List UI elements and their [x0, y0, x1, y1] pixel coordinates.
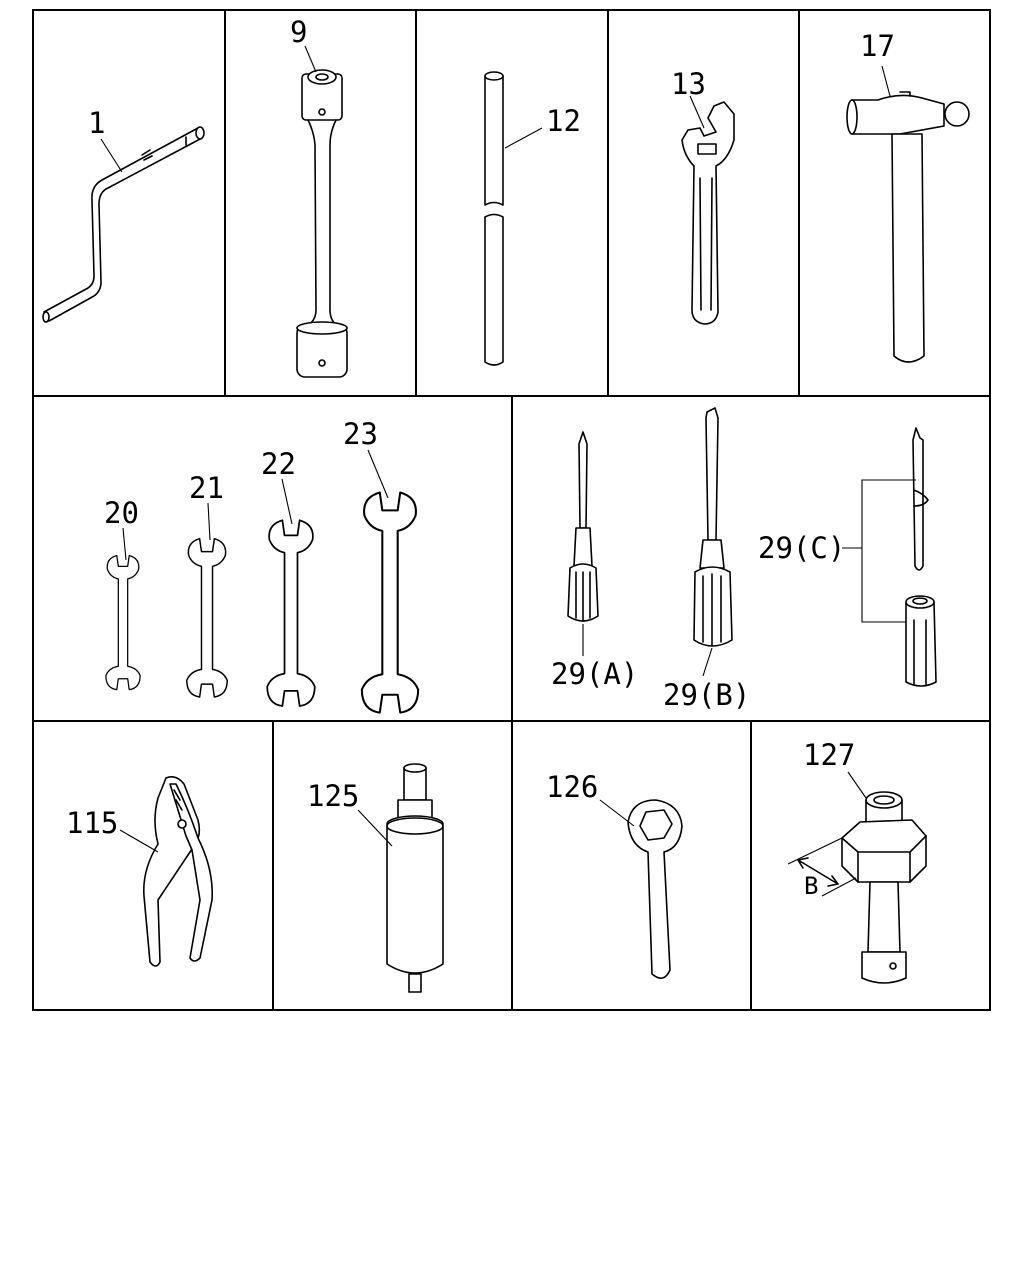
ring-spanner-icon — [627, 799, 683, 979]
double-open-wrench-icon — [360, 491, 420, 714]
double-open-wrench-icon — [186, 537, 228, 698]
part-label-12: 12 — [546, 104, 581, 138]
leader-line-13 — [689, 95, 705, 129]
double-open-wrench-icon — [266, 519, 316, 707]
part-label-126: 126 — [546, 770, 598, 804]
leader-line-22 — [281, 478, 293, 525]
bit-screwdriver-icon — [905, 427, 937, 687]
part-label-22: 22 — [261, 447, 296, 481]
leader-line-23 — [367, 449, 389, 499]
part-label-29a: 29(A) — [551, 657, 638, 691]
part-label-29c: 29(C) — [758, 531, 845, 565]
tommy-bar-icon — [484, 71, 504, 366]
box-wrench-icon — [296, 69, 348, 378]
pliers-icon — [142, 776, 214, 967]
leader-line-1 — [100, 138, 123, 173]
crank-handle-icon — [42, 126, 205, 323]
leader-line-115 — [119, 829, 159, 853]
puller-icon — [386, 763, 444, 993]
part-label-17: 17 — [860, 29, 895, 63]
dimension-label-b: B — [804, 872, 818, 900]
adjustable-wrench-icon — [681, 101, 735, 325]
double-open-wrench-icon — [105, 554, 141, 691]
bracket-29c — [842, 479, 916, 623]
leader-line-126 — [599, 799, 635, 827]
screwdriver-icon — [567, 431, 599, 622]
part-label-127: 127 — [803, 738, 855, 772]
leader-line-127 — [847, 771, 867, 799]
leader-line-12 — [504, 127, 543, 149]
part-label-29b: 29(B) — [663, 678, 750, 712]
socket-wrench-icon — [841, 791, 927, 984]
part-label-115: 115 — [66, 806, 118, 840]
screwdriver-icon — [693, 407, 733, 647]
dimension-b — [787, 837, 857, 897]
leader-line-17 — [881, 65, 891, 97]
leader-line-125 — [357, 809, 393, 847]
part-label-21: 21 — [189, 471, 224, 505]
part-label-13: 13 — [671, 67, 706, 101]
leader-line-21 — [207, 502, 211, 541]
leader-line-29b — [702, 647, 713, 677]
ball-peen-hammer-icon — [846, 91, 970, 363]
part-label-23: 23 — [343, 417, 378, 451]
grid-frame — [32, 9, 991, 1011]
part-label-1: 1 — [88, 106, 105, 140]
part-label-125: 125 — [307, 779, 359, 813]
leader-line-20 — [122, 527, 127, 561]
part-label-9: 9 — [290, 15, 307, 49]
leader-line-9 — [304, 45, 317, 73]
part-label-20: 20 — [104, 496, 139, 530]
